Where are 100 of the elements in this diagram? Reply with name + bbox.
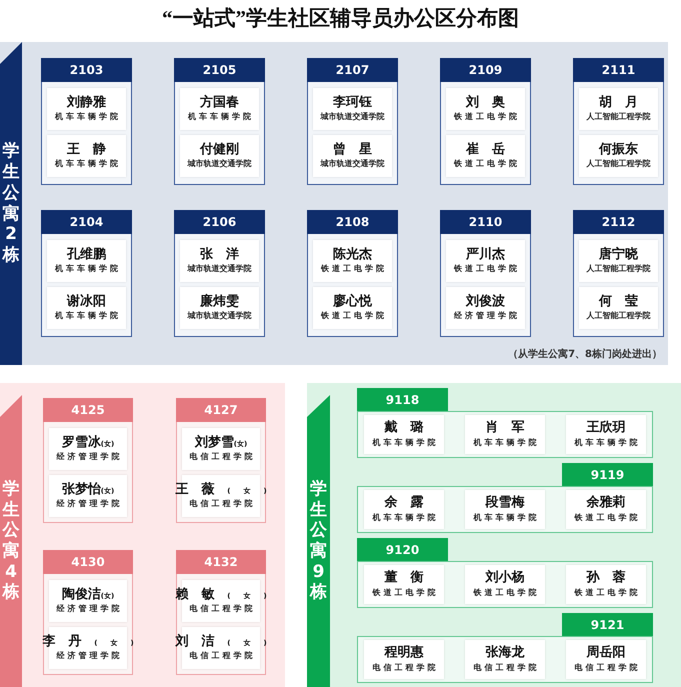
room-number: 9119 — [562, 463, 653, 486]
room-block — [440, 210, 531, 337]
room-number: 2112 — [573, 210, 664, 234]
person-card — [446, 287, 525, 329]
person-name: 余雅莉 — [586, 496, 626, 511]
room-block — [174, 210, 265, 337]
person-name: 谢冰阳 — [67, 294, 106, 310]
person-card — [446, 135, 525, 177]
college-name: 人工智能工程学院 — [586, 265, 650, 274]
person-name: 张洋 — [200, 248, 252, 262]
person-name: 孙蓉 — [586, 571, 638, 586]
person-card — [180, 135, 259, 177]
person-card — [49, 475, 127, 517]
room-number: 2107 — [307, 58, 398, 82]
person-card — [465, 490, 545, 529]
person-name: 唐宁晓 — [599, 248, 638, 262]
person-name: 刘俊波 — [466, 294, 505, 310]
room-number: 2106 — [174, 210, 265, 234]
college-name: 电信工程学院 — [474, 664, 540, 673]
room-block — [440, 58, 531, 185]
college-name: 电信工程学院 — [190, 500, 256, 510]
building-panel — [0, 42, 668, 365]
room-number: 4132 — [176, 550, 266, 574]
building-panel — [0, 383, 285, 687]
person-card — [465, 640, 545, 679]
college-name: 经济管理学院 — [454, 312, 520, 322]
person-card — [180, 240, 259, 282]
person-card — [364, 565, 444, 604]
person-name: 孔维鹏 — [67, 248, 106, 262]
college-name: 机车车辆学院 — [474, 514, 540, 523]
person-name: 崔岳 — [466, 142, 518, 158]
college-name: 机车车辆学院 — [55, 312, 121, 322]
person-name: 董衡 — [384, 571, 436, 586]
room-number: 2109 — [440, 58, 531, 82]
college-name: 机车车辆学院 — [55, 113, 121, 122]
person-card — [313, 287, 392, 329]
person-card — [364, 490, 444, 529]
room-block — [41, 210, 132, 337]
person-card — [566, 415, 646, 454]
person-card — [180, 287, 259, 329]
person-name: 刘静雅 — [67, 96, 106, 110]
college-name: 电信工程学院 — [190, 453, 256, 462]
college-name: 城市轨道交通学院 — [320, 160, 384, 170]
room-block — [176, 398, 266, 523]
room-block — [176, 550, 266, 675]
person-name: 段雪梅 — [486, 496, 524, 511]
person-card — [47, 135, 126, 177]
building-name: 学生公寓9栋 — [310, 478, 328, 604]
room-block — [573, 210, 664, 337]
person-name: 何莹 — [599, 294, 651, 310]
room-block — [43, 550, 133, 675]
person-name: 曾星 — [333, 142, 385, 158]
person-card — [446, 240, 525, 282]
person-card — [47, 240, 126, 282]
room-number: 2105 — [174, 58, 265, 82]
person-card — [47, 287, 126, 329]
college-name: 机车车辆学院 — [574, 438, 640, 448]
person-name: 余露 — [384, 496, 436, 511]
room-block — [357, 613, 653, 683]
person-card — [180, 88, 259, 130]
person-name: 李珂钰 — [333, 96, 372, 110]
college-name: 经济管理学院 — [56, 500, 122, 510]
person-name: 肖军 — [486, 421, 538, 436]
room-number: 9120 — [357, 538, 448, 561]
college-name: 机车车辆学院 — [372, 438, 438, 448]
person-card — [579, 240, 658, 282]
person-name: 廖心悦 — [333, 294, 372, 310]
note: （从学生公寓7、8栋门岗处进出） — [508, 347, 662, 361]
college-name: 人工智能工程学院 — [586, 113, 650, 122]
person-card — [465, 565, 545, 604]
person-card — [49, 580, 127, 622]
person-name: 严川杰 — [466, 248, 505, 262]
person-card — [566, 640, 646, 679]
college-name: 铁道工电学院 — [454, 160, 520, 170]
person-name: 何振东 — [599, 142, 638, 158]
college-name: 电信工程学院 — [574, 664, 640, 673]
person-name: 胡月 — [599, 96, 651, 110]
person-card — [364, 415, 444, 454]
college-name: 机车车辆学院 — [372, 514, 438, 523]
college-name: 城市轨道交通学院 — [320, 113, 384, 122]
person-card — [579, 135, 658, 177]
person-name: 刘奥 — [466, 96, 518, 110]
room-number: 2110 — [440, 210, 531, 234]
college-name: 经济管理学院 — [56, 453, 122, 462]
person-card — [465, 415, 545, 454]
person-name: 周岳阳 — [586, 646, 626, 661]
building-name: 学生公寓4栋 — [2, 478, 20, 604]
room-number: 2104 — [41, 210, 132, 234]
person-name: 陈光杰 — [333, 248, 372, 262]
person-card — [182, 428, 260, 470]
college-name: 经济管理学院 — [56, 652, 122, 662]
college-name: 铁道工电学院 — [321, 265, 387, 274]
college-name: 人工智能工程学院 — [586, 160, 650, 170]
person-name: 刘小杨 — [486, 571, 524, 586]
college-name: 机车车辆学院 — [474, 438, 540, 448]
college-name: 铁道工电学院 — [321, 312, 387, 322]
college-name: 电信工程学院 — [190, 605, 256, 614]
person-card — [47, 88, 126, 130]
college-name: 铁道工电学院 — [454, 113, 520, 122]
college-name: 城市轨道交通学院 — [188, 312, 252, 322]
